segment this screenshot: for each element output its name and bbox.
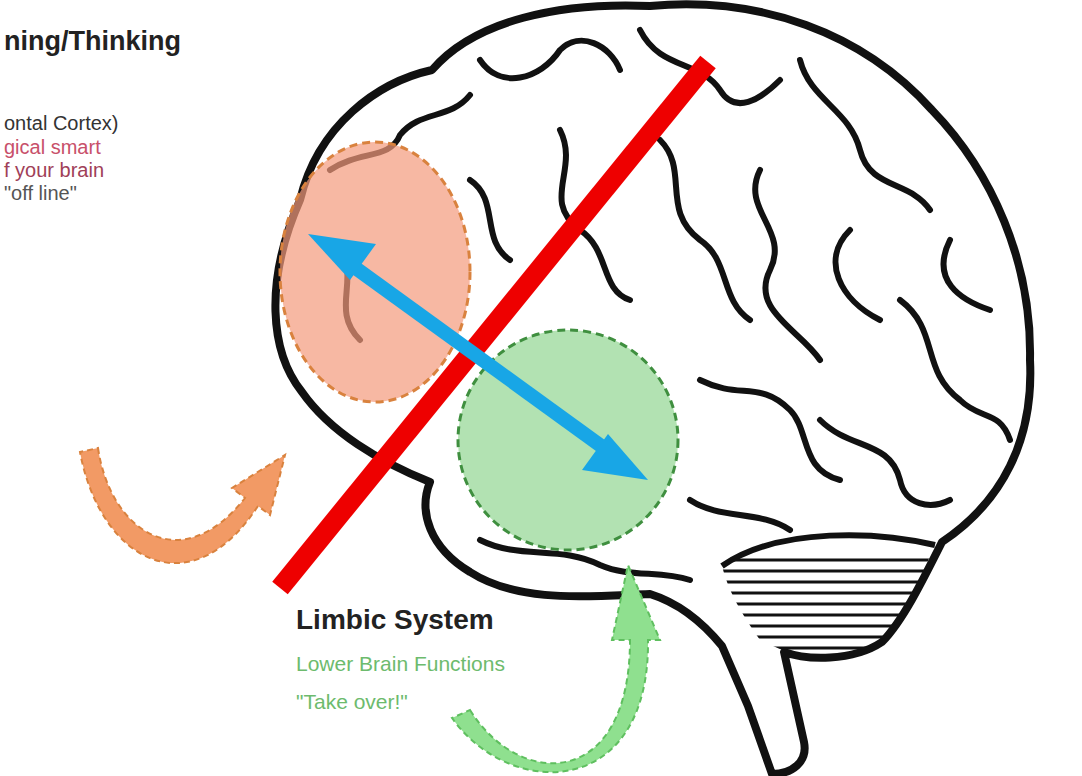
region-note: gical smart bbox=[4, 136, 101, 159]
region-heading: ning/Thinking bbox=[4, 26, 181, 57]
curved-arrow bbox=[80, 448, 285, 563]
cerebellum-stripes bbox=[700, 560, 960, 648]
region-label: ontal Cortex) bbox=[4, 112, 119, 135]
prefrontal-region bbox=[280, 142, 470, 402]
region-heading: Limbic System bbox=[296, 604, 494, 636]
region-note: "Take over!" bbox=[296, 690, 408, 714]
region-note: Lower Brain Functions bbox=[296, 652, 505, 676]
region-note: "off line" bbox=[4, 182, 77, 205]
red-slash bbox=[280, 62, 708, 588]
brain-outline bbox=[275, 4, 1030, 774]
double-arrow bbox=[308, 234, 648, 480]
region-note: f your brain bbox=[4, 159, 104, 182]
